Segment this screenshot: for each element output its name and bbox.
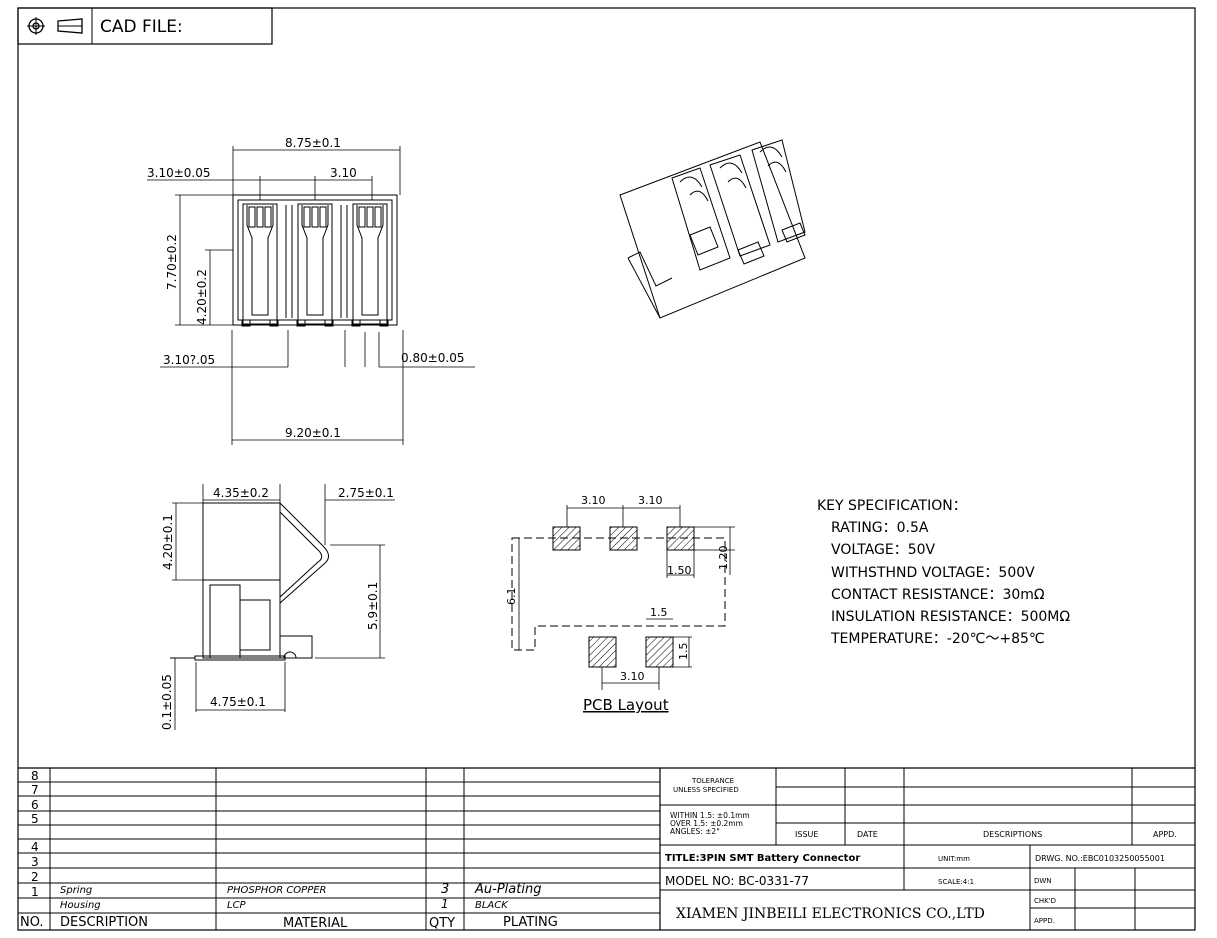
pcb-layout [511, 505, 735, 690]
pcb-pitch-b: 3.10 [638, 494, 663, 507]
dim-slot-height: 4.20±0.2 [195, 269, 209, 325]
dim-base-width: 9.20±0.1 [285, 426, 341, 440]
pcb-bottom-pitch: 3.10 [620, 670, 645, 683]
isometric-connector-image [619, 139, 806, 319]
company-name: XIAMEN JINBEILI ELECTRONICS CO.,LTD [676, 906, 985, 922]
pcb-span: 6.1 [505, 588, 518, 606]
issue-label: ISSUE [795, 830, 818, 839]
title-block-text: TOLERANCE UNLESS SPECIFIED WITHIN 1.5: ±… [665, 777, 1177, 925]
drawing-number: DRWG. NO.:EBC0103250055001 [1035, 854, 1165, 863]
cad-file-label: CAD FILE: [100, 17, 183, 37]
dim-pitch: 3.10 [330, 166, 357, 180]
bom-desc-housing: Housing [60, 900, 101, 911]
front-view [147, 146, 475, 445]
spec-contact: CONTACT RESISTANCE：30mΩ [831, 587, 1045, 603]
tolerance-line-2: UNLESS SPECIFIED [673, 786, 739, 794]
row-no-2: 2 [31, 870, 39, 884]
dim-spring-ext: 2.75±0.1 [338, 486, 394, 500]
bom-row-numbers: 8 7 6 5 4 3 2 1 [31, 769, 39, 899]
scale-label: SCALE:4:1 [938, 878, 974, 886]
spec-temperature: TEMPERATURE：-20℃～+85℃ [830, 631, 1045, 647]
pcb-pad-w: 1.50 [667, 564, 692, 577]
dim-overall-width: 8.75±0.1 [285, 136, 341, 150]
bom-plating-spring: Au-Plating [474, 882, 541, 897]
pcb-pitch-a: 3.10 [581, 494, 606, 507]
tolerance-over: OVER 1.5: ±0.2mm [670, 819, 743, 828]
dwn-label: DWN [1034, 877, 1052, 885]
bom-rows: Spring PHOSPHOR COPPER 3 Au-Plating Hous… [60, 882, 541, 911]
descriptions-label: DESCRIPTIONS [983, 830, 1042, 839]
dim-bottom-gap: 0.1±0.05 [160, 674, 174, 730]
spec-insulation: INSULATION RESISTANCE：500MΩ [831, 609, 1070, 625]
row-no-4: 4 [31, 840, 39, 854]
pcb-small-h: 1.5 [677, 643, 690, 661]
drawing-title: TITLE:3PIN SMT Battery Connector [665, 853, 860, 864]
spec-voltage: VOLTAGE：50V [831, 542, 936, 558]
row-no-6: 6 [31, 798, 39, 812]
dim-spring-height: 5.9±0.1 [366, 582, 380, 630]
pcb-small-w: 1.5 [650, 606, 668, 619]
dim-body-depth: 4.35±0.2 [213, 486, 269, 500]
dim-pin-offset: 3.10±0.05 [147, 166, 211, 180]
pcb-dimensions: 3.10 3.10 1.20 1.50 6.1 1.5 1.5 3.10 PCB… [505, 494, 730, 714]
bom-material-housing: LCP [227, 900, 247, 911]
bom-material-spring: PHOSPHOR COPPER [227, 885, 327, 896]
bom-desc-spring: Spring [60, 885, 92, 896]
row-no-5: 5 [31, 812, 39, 826]
bom-qty-housing: 1 [441, 897, 449, 911]
spec-heading: KEY SPECIFICATION： [817, 498, 967, 514]
row-no-1: 1 [31, 885, 39, 899]
appd-label: APPD. [1153, 830, 1177, 839]
header-cad-box: CAD FILE: [17, 7, 273, 45]
bom-plating-housing: BLACK [475, 900, 509, 911]
dim-pad-width: 0.80±0.05 [401, 351, 465, 365]
dim-base-depth: 4.75±0.1 [210, 695, 266, 709]
title-block [660, 768, 1195, 930]
spec-withstand: WITHSTHND VOLTAGE：500V [831, 565, 1035, 581]
date-label: DATE [857, 830, 878, 839]
bom-header-no: NO. [20, 915, 44, 930]
bom-headers: NO. DESCRIPTION MATERIAL QTY PLATING [20, 915, 558, 931]
spec-rating: RATING：0.5A [831, 520, 929, 536]
pcb-layout-title: PCB Layout [583, 696, 669, 714]
dim-body-height: 4.20±0.1 [161, 514, 175, 570]
pcb-pad-len: 1.20 [717, 546, 730, 571]
key-specification: KEY SPECIFICATION： RATING：0.5A VOLTAGE：5… [817, 498, 1070, 647]
side-view [170, 484, 395, 730]
side-view-dimensions: 4.35±0.2 2.75±0.1 4.20±0.1 5.9±0.1 0.1±0… [160, 486, 394, 730]
tolerance-line-1: TOLERANCE [691, 777, 734, 785]
bom-header-desc: DESCRIPTION [60, 915, 148, 930]
row-no-8: 8 [31, 769, 39, 783]
third-angle-projection-icon [27, 17, 83, 35]
tolerance-within: WITHIN 1.5: ±0.1mm [670, 811, 750, 820]
row-no-3: 3 [31, 855, 39, 869]
dim-bottom-offset: 3.10?.05 [163, 353, 215, 367]
bom-table [18, 767, 1195, 930]
tolerance-angles: ANGLES: ±2° [670, 827, 720, 836]
bom-header-plating: PLATING [503, 915, 558, 930]
appd2-label: APPD. [1034, 917, 1055, 925]
row-no-7: 7 [31, 783, 39, 797]
model-number: MODEL NO: BC-0331-77 [665, 874, 809, 888]
bom-header-qty: QTY [429, 916, 455, 931]
front-view-dimensions: 8.75±0.1 3.10±0.05 3.10 7.70±0.2 4.20±0.… [147, 136, 465, 440]
chkd-label: CHK'D [1034, 897, 1056, 905]
bom-header-material: MATERIAL [283, 916, 348, 931]
bom-qty-spring: 3 [441, 882, 449, 897]
unit-label: UNIT:mm [938, 855, 970, 863]
dim-height: 7.70±0.2 [165, 234, 179, 290]
